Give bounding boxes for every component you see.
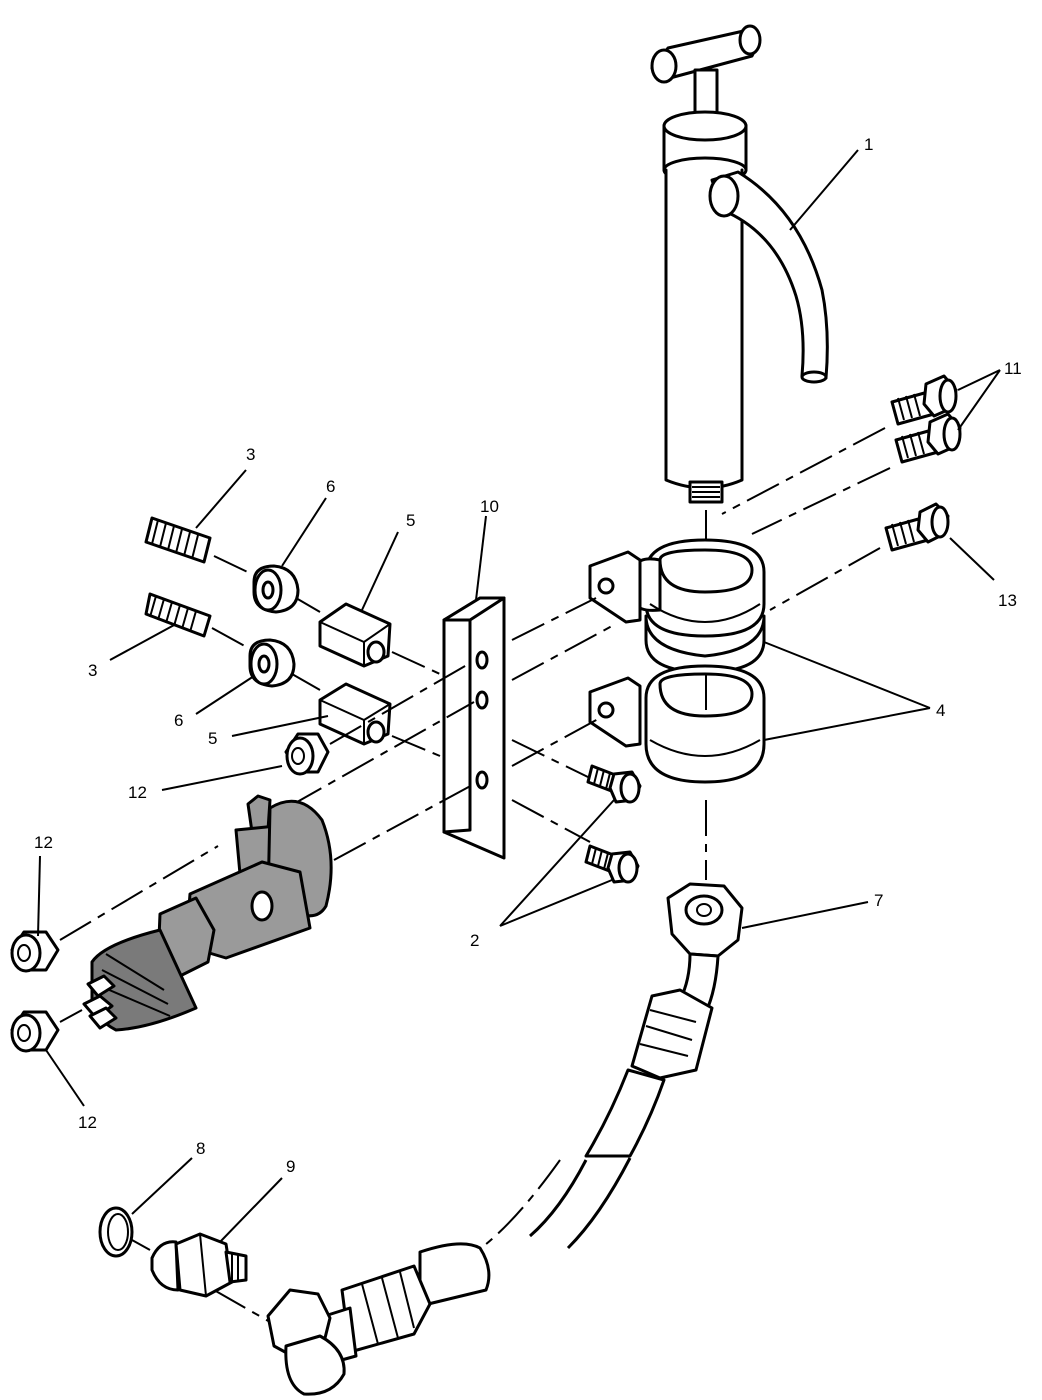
nut-12-upper-left (10, 930, 60, 973)
callout-3-upper: 3 (246, 445, 255, 464)
callout-10: 10 (480, 497, 499, 516)
callout-1: 1 (864, 135, 873, 154)
bolt-2-upper (586, 764, 642, 804)
washer-6-lower (248, 638, 296, 688)
stud-3-upper (144, 516, 212, 564)
callout-labels: 1 11 13 3 6 5 10 3 6 5 12 4 7 2 12 12 8 … (34, 135, 1022, 1176)
leader-lines (37, 149, 1001, 1243)
bolt-13 (884, 502, 950, 552)
callout-6-upper: 6 (326, 477, 335, 496)
spacer-5-upper (318, 602, 392, 668)
callout-2: 2 (470, 931, 479, 950)
callout-12-bracket: 12 (128, 783, 147, 802)
callout-6-lower: 6 (174, 711, 183, 730)
callout-4: 4 (936, 701, 945, 720)
clamp-4-lower (588, 664, 766, 784)
bolt-2-lower (584, 844, 640, 884)
priming-pump (650, 24, 829, 504)
callout-7: 7 (874, 891, 883, 910)
callout-13: 13 (998, 591, 1017, 610)
washer-6-upper (252, 564, 300, 614)
adapter-9 (150, 1232, 248, 1298)
callout-5-upper: 5 (406, 511, 415, 530)
callout-3-lower: 3 (88, 661, 97, 680)
stud-3-lower (144, 592, 212, 638)
callout-12-upper-left: 12 (34, 833, 53, 852)
bracket-plate (442, 596, 506, 860)
bolt-11-upper (890, 374, 958, 426)
spacer-5-lower (318, 682, 392, 746)
nut-12-bracket (284, 732, 330, 776)
callout-5-lower: 5 (208, 729, 217, 748)
nut-12-lower-left (10, 1010, 60, 1053)
callout-11: 11 (1004, 359, 1022, 378)
pressure-sensor (82, 794, 333, 1032)
fuel-hose (266, 882, 744, 1396)
o-ring-8 (98, 1206, 134, 1258)
callout-9: 9 (286, 1157, 295, 1176)
bolt-11-lower (894, 412, 962, 464)
callout-12-lower-left: 12 (78, 1113, 97, 1132)
clamp-4-upper (588, 538, 766, 638)
callout-8: 8 (196, 1139, 205, 1158)
